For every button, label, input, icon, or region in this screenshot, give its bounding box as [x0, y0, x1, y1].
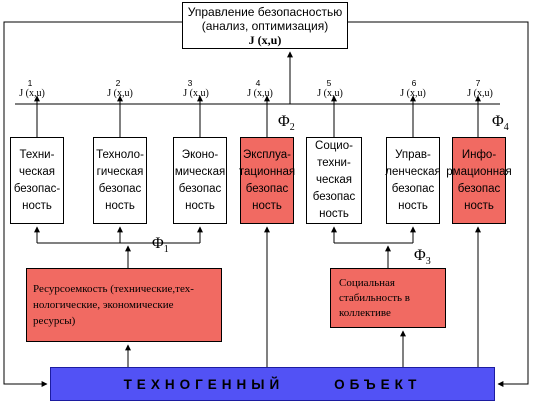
indicator-number-6: 6 — [411, 78, 417, 88]
phi4-label: Φ4 — [492, 113, 509, 134]
indicator-number-7: 7 — [475, 78, 481, 88]
top-box-line3: J (x,u) — [248, 32, 282, 47]
sociotechnical-safety-box: Социо- техни- ческая безопас ность — [306, 137, 362, 224]
object-word2: ОБЪЕКТ — [334, 376, 422, 392]
right-feedback-line — [348, 21, 529, 387]
indicator-label-1: J (x,u) — [19, 88, 45, 99]
technical-safety-box: Техни- ческая безопас- ность — [10, 137, 64, 224]
indicator-number-5: 5 — [326, 78, 332, 88]
indicator-label-2: J (x,u) — [107, 88, 133, 99]
managerial-safety-box: Управ- ленческая безопас ность — [385, 137, 441, 224]
indicator-label-7: J (x,u) — [467, 88, 493, 99]
indicator-label-3: J (x,u) — [183, 88, 209, 99]
indicator-number-1: 1 — [27, 78, 33, 88]
indicator-number-2: 2 — [115, 78, 121, 88]
social-stability-box: Социальная стабильность в коллективе — [330, 268, 446, 328]
top-box-line1: Управление безопасностью — [187, 4, 343, 19]
indicator-label-5: J (x,u) — [317, 88, 343, 99]
phi2-label: Φ2 — [278, 113, 295, 134]
indicator-number-3: 3 — [187, 78, 193, 88]
resource-intensity-box: Ресурсоемкость (технические,тех-нологиче… — [26, 268, 222, 342]
phi1-label: Φ1 — [152, 235, 169, 256]
operational-safety-box: Эксплуа- тационная безопас ность — [239, 137, 295, 224]
left-feedback-line — [3, 21, 182, 387]
economic-safety-box: Эконо- мическая безопас ность — [173, 137, 227, 224]
phi3-label: Φ3 — [414, 247, 431, 268]
informational-safety-box: Инфо- рмационная безопас ность — [446, 137, 512, 224]
technological-safety-box: Техноло- гическая безопас ность — [93, 137, 147, 224]
technogenic-object-box: ТЕХНОГЕННЫЙ ОБЪЕКТ — [50, 367, 495, 401]
safety-management-box: Управление безопасностью (анализ, оптими… — [182, 2, 348, 49]
indicator-label-6: J (x,u) — [400, 88, 426, 99]
indicator-number-4: 4 — [255, 78, 261, 88]
indicator-label-4: J (x,u) — [247, 88, 273, 99]
object-word1: ТЕХНОГЕННЫЙ — [123, 376, 285, 392]
top-box-line2: (анализ, оптимизация) — [201, 18, 329, 33]
